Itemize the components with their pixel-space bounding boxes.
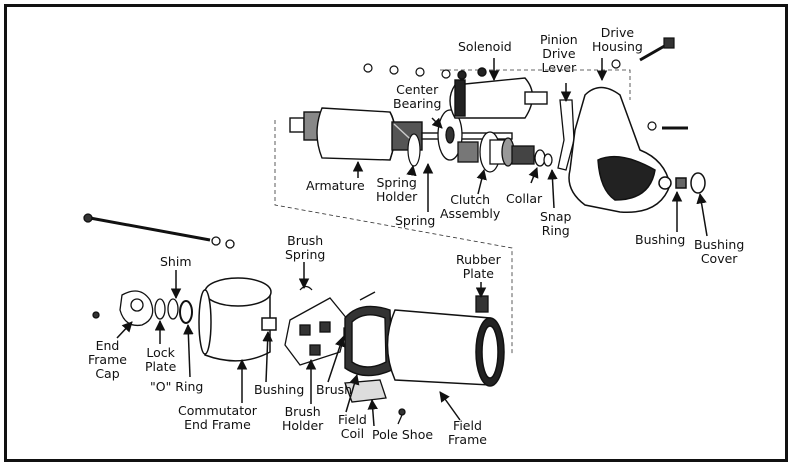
label-line: Drive — [542, 46, 576, 61]
top-bolts — [363, 37, 688, 131]
label-rubber-plate: Rubber Plate — [456, 253, 501, 281]
label-armature: Armature — [306, 178, 365, 193]
o-ring-part — [179, 300, 193, 324]
brush-holder-part — [284, 285, 349, 366]
armature-part — [289, 107, 513, 161]
label-field-coil: Field Coil — [338, 413, 367, 441]
pinion-part — [511, 145, 553, 167]
solenoid-part — [449, 67, 548, 119]
label-snap-ring: Snap Ring — [540, 210, 571, 238]
label-line: Plate — [145, 359, 177, 374]
label-commutator-end-frame: Commutator End Frame — [178, 404, 257, 432]
label-line: Spring — [285, 247, 326, 262]
center-bearing-part — [437, 109, 463, 161]
field-coil-part — [344, 291, 393, 377]
label-line: Field — [453, 418, 482, 433]
label-line: Clutch — [450, 192, 491, 207]
label-line: End Frame — [184, 417, 251, 432]
label-o-ring: "O" Ring — [150, 379, 204, 394]
label-line: Field — [338, 412, 367, 427]
label-center-bearing: Center Bearing — [393, 83, 441, 111]
label-line: Snap — [540, 209, 572, 224]
label-line: Bushing — [694, 237, 745, 252]
label-solenoid: Solenoid — [458, 39, 512, 54]
label-bushing-cover: Bushing Cover — [694, 238, 744, 266]
label-line: Brush — [284, 404, 321, 419]
label-line: Brush — [287, 233, 324, 248]
field-frame-part — [386, 309, 505, 387]
label-line: Plate — [462, 266, 494, 281]
label-line: Drive — [600, 25, 635, 40]
label-line: Housing — [592, 39, 643, 54]
leader-arrows — [116, 58, 708, 427]
end-frame-cap-part — [92, 290, 154, 327]
through-bolt — [83, 213, 235, 249]
shim-part — [167, 298, 179, 320]
label-bushing-front: Bushing — [635, 232, 686, 247]
label-brush: Brush — [316, 382, 353, 397]
label-clutch-assembly: Clutch Assembly — [440, 193, 500, 221]
label-bushing-rear: Bushing — [254, 382, 305, 397]
label-brush-holder: Brush Holder — [282, 405, 323, 433]
label-line: Bearing — [393, 96, 442, 111]
label-line: Holder — [376, 189, 418, 204]
label-collar: Collar — [506, 191, 543, 206]
label-drive-housing: Drive Housing — [592, 26, 643, 54]
label-line: Commutator — [178, 403, 257, 418]
label-line: Frame — [88, 352, 127, 367]
label-line: Ring — [541, 223, 570, 238]
commutator-end-frame-part — [198, 277, 277, 362]
label-line: Rubber — [456, 252, 501, 267]
label-line: Cover — [700, 251, 738, 266]
label-shim: Shim — [160, 254, 192, 269]
label-line: Assembly — [440, 206, 501, 221]
label-line: Pinion — [540, 32, 578, 47]
label-line: Frame — [448, 432, 487, 447]
label-line: Lever — [541, 60, 577, 75]
clutch-assembly-part — [457, 131, 515, 173]
label-line: Center — [396, 82, 439, 97]
label-spring: Spring — [395, 213, 436, 228]
label-line: Cap — [95, 366, 120, 381]
pinion-drive-lever-part — [557, 99, 575, 171]
label-line: End — [95, 338, 120, 353]
label-field-frame: Field Frame — [448, 419, 487, 447]
label-pinion-drive-lever: Pinion Drive Lever — [540, 33, 578, 75]
assembly-guide-lines — [274, 69, 631, 355]
label-lock-plate: Lock Plate — [145, 346, 176, 374]
lock-plate-part — [154, 298, 166, 320]
label-spring-holder: Spring Holder — [376, 176, 417, 204]
label-end-frame-cap: End Frame Cap — [88, 339, 127, 381]
diagram-frame — [4, 4, 788, 462]
label-line: Holder — [282, 418, 324, 433]
spring-holder-part — [407, 133, 421, 167]
label-line: Coil — [340, 426, 365, 441]
label-brush-spring: Brush Spring — [285, 234, 325, 262]
label-line: Lock — [146, 345, 175, 360]
label-pole-shoe: Pole Shoe — [372, 427, 434, 442]
rubber-plate-part — [475, 295, 489, 313]
drive-housing-part — [568, 86, 706, 214]
label-line: Spring — [376, 175, 417, 190]
